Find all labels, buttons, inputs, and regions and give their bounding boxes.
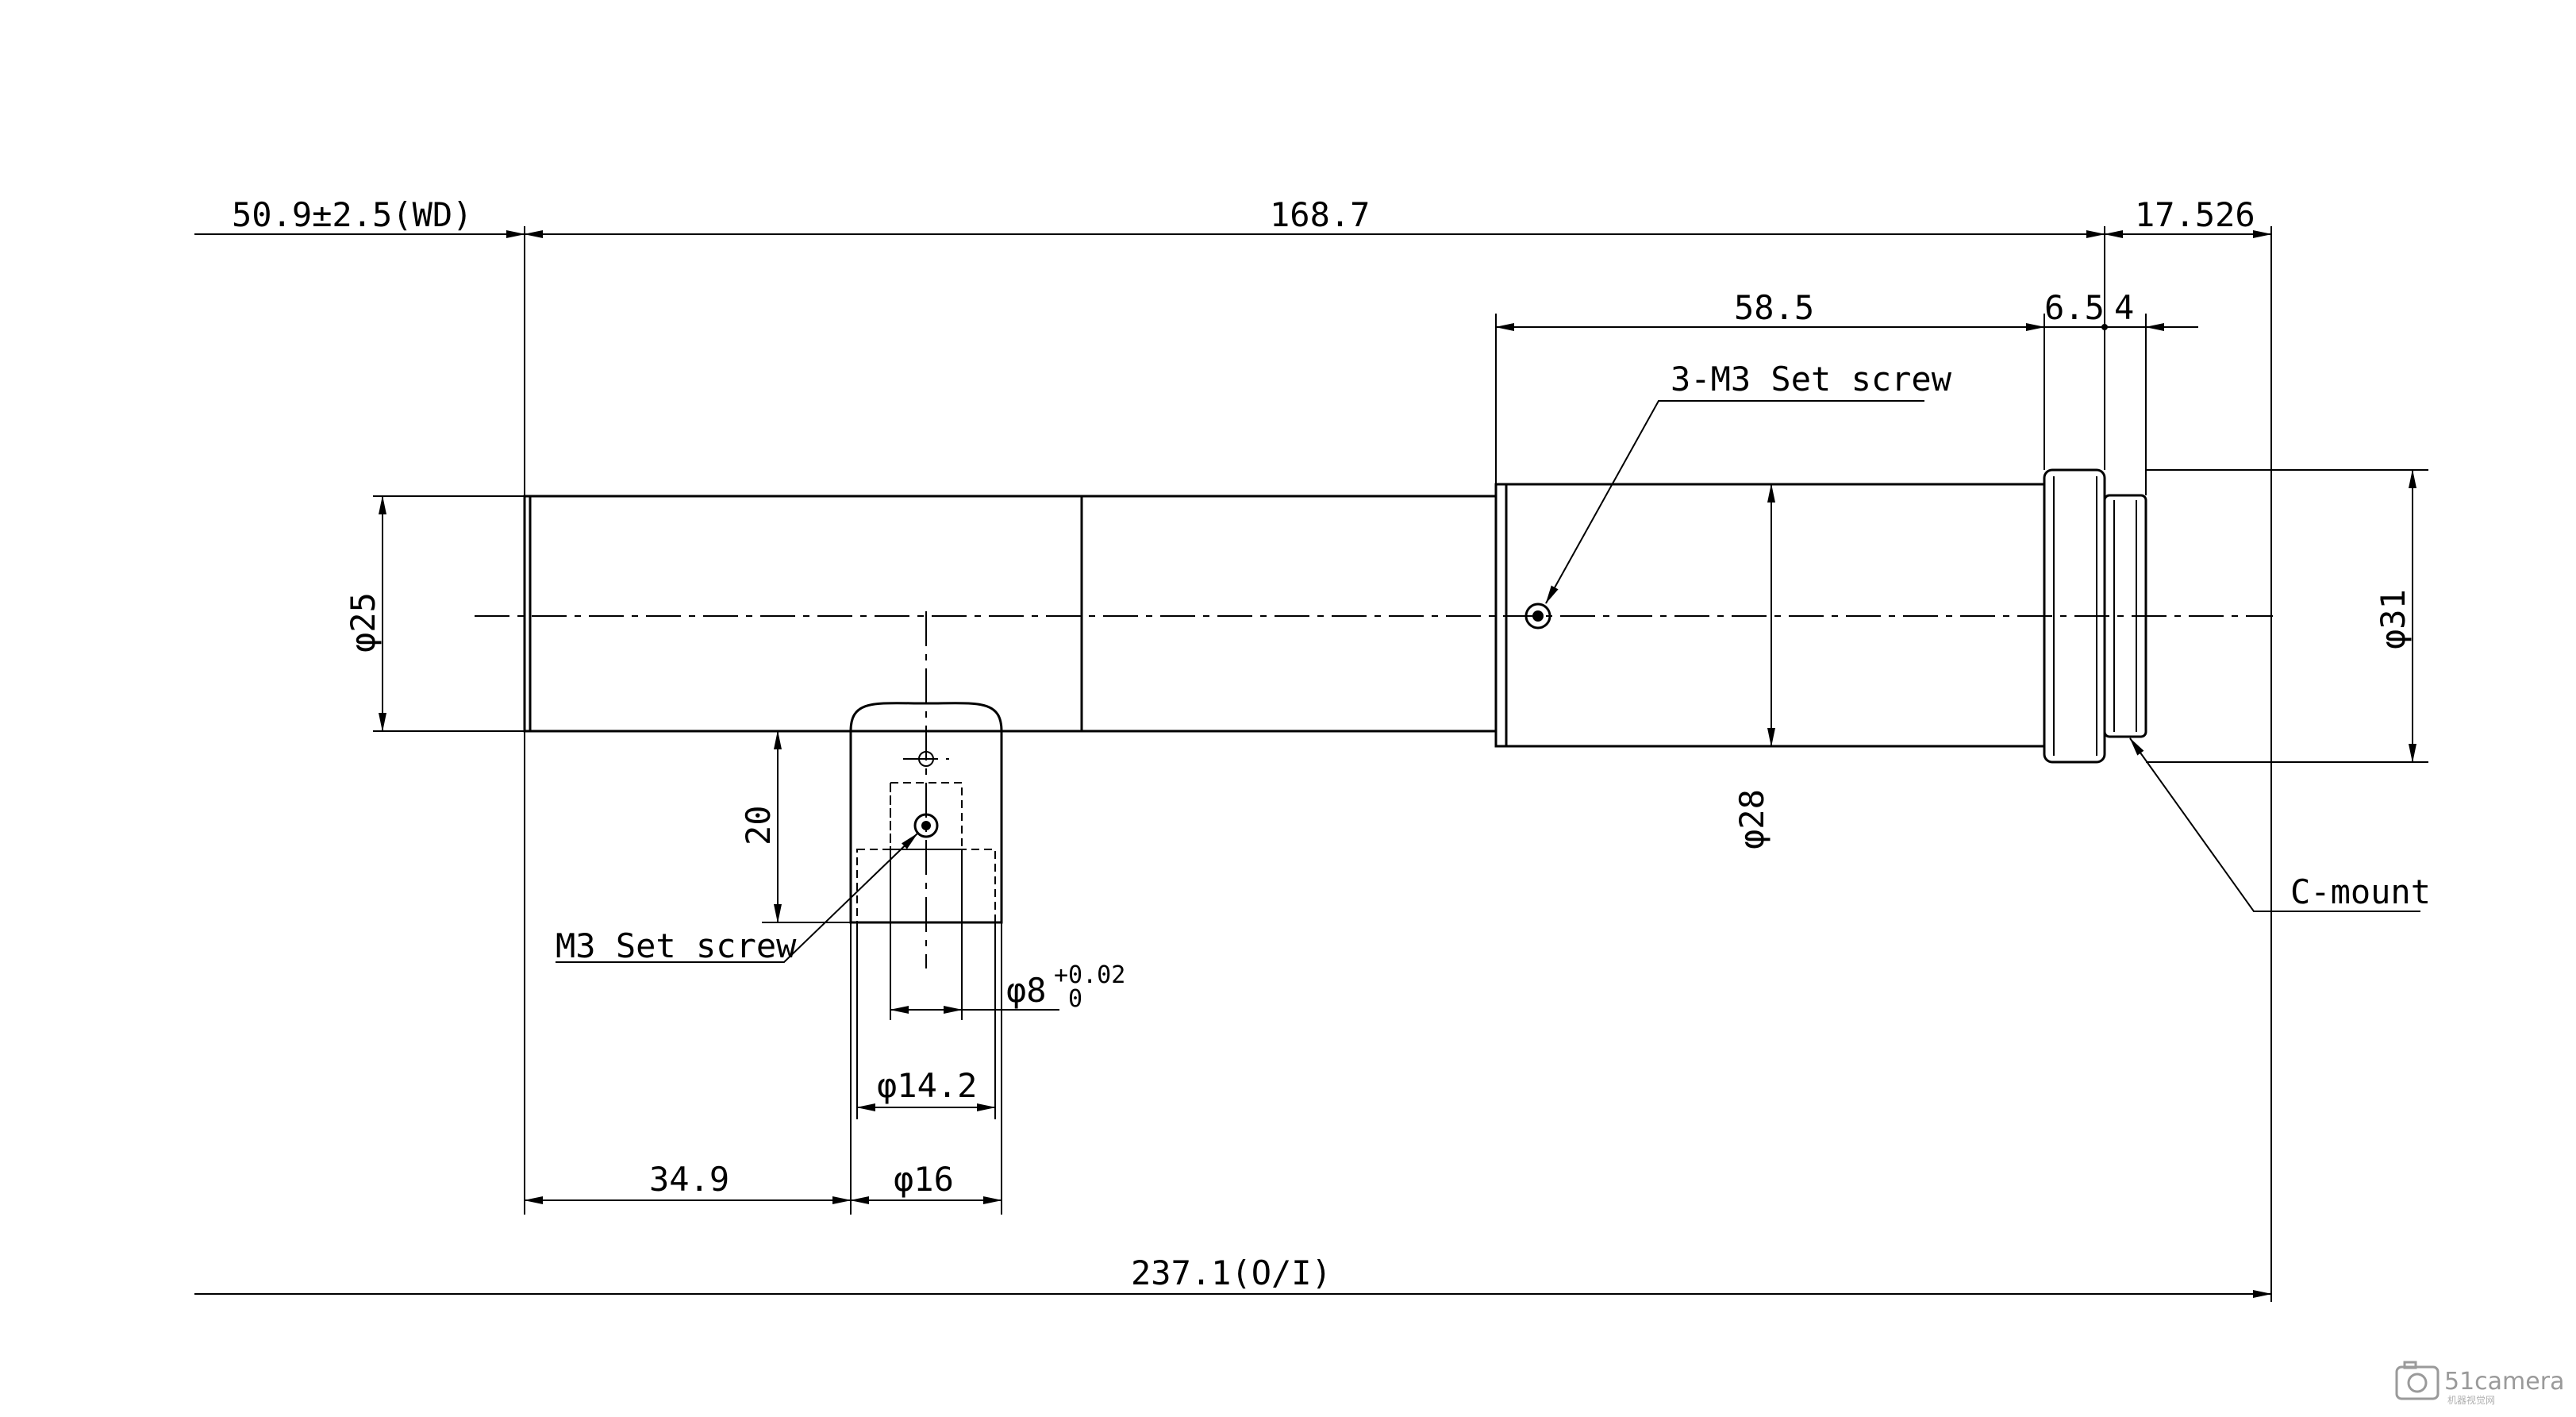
dim-port-inner-diameter: φ14.2 xyxy=(877,1066,977,1105)
dim-port-height: 20 xyxy=(739,805,778,845)
dim-overall-length: 237.1(O/I) xyxy=(1131,1253,1332,1292)
callout-rear-set-screws: 3-M3 Set screw xyxy=(1671,360,1952,399)
dimension-labels: 50.9±2.5(WD) 168.7 17.526 58.5 6.5 4 φ25… xyxy=(232,195,2413,1292)
dim-main-length: 168.7 xyxy=(1270,195,1370,234)
dim-bore-tolerance-upper: +0.02 xyxy=(1054,961,1125,989)
leader-lines xyxy=(556,400,2420,963)
callout-labels: 3-M3 Set screw M3 Set screw C-mount xyxy=(556,360,2431,965)
dim-bore-tolerance-lower: 0 xyxy=(1068,985,1082,1013)
callout-c-mount: C-mount xyxy=(2290,872,2431,911)
dimension-lines xyxy=(194,230,2416,1298)
side-port xyxy=(849,702,1003,924)
dim-port-offset: 34.9 xyxy=(649,1160,729,1199)
dim-working-distance: 50.9±2.5(WD) xyxy=(232,195,472,234)
dim-mount-width: 4 xyxy=(2114,288,2134,327)
dim-rear-length: 58.5 xyxy=(1734,288,1814,327)
front-barrel xyxy=(523,495,1083,733)
dim-front-diameter: φ25 xyxy=(344,592,383,653)
camera-logo-icon xyxy=(2395,1361,2440,1400)
dim-port-outer-diameter: φ16 xyxy=(894,1160,954,1199)
dim-flange-back: 17.526 xyxy=(2135,195,2255,234)
dim-rear-diameter: φ28 xyxy=(1732,789,1771,849)
mid-barrel xyxy=(1080,495,1498,733)
dim-ring-width: 6.5 xyxy=(2044,288,2105,327)
center-lines xyxy=(475,611,2273,968)
extension-lines xyxy=(373,226,2428,1302)
dim-bore-diameter: φ8 xyxy=(1006,971,1047,1010)
watermark-brand: 51camera xyxy=(2444,1368,2564,1396)
dim-mount-diameter: φ31 xyxy=(2374,589,2413,649)
watermark-tagline: 机器视觉网 xyxy=(2447,1394,2495,1406)
callout-port-set-screw: M3 Set screw xyxy=(556,926,797,965)
lens-body xyxy=(523,468,2147,924)
watermark: 51camera 机器视觉网 xyxy=(2395,1361,2564,1406)
